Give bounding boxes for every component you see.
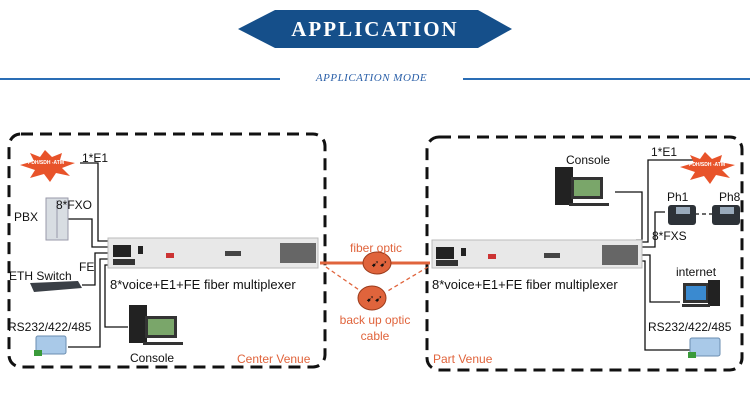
part-multiplexer-label: 8*voice+E1+FE fiber multiplexer	[432, 277, 618, 292]
center-console-pc-icon	[129, 305, 183, 345]
eth-switch-icon	[30, 281, 82, 292]
part-e1-label: 1*E1	[651, 145, 678, 159]
center-venue-label: Center Venue	[237, 352, 311, 366]
fiber-link: ➹➹ ➹➹	[320, 251, 430, 311]
internet-label: internet	[676, 265, 717, 279]
fiber-optic-node-icon	[362, 251, 392, 275]
center-multiplexer	[107, 237, 319, 269]
backup-cable-label: cable	[360, 329, 390, 343]
svg-text:➹➹: ➹➹	[366, 294, 383, 305]
phone-first-label: Ph1	[667, 190, 689, 204]
title-banner	[238, 10, 512, 48]
fxs-label: 8*FXS	[652, 229, 687, 243]
center-connections	[68, 162, 128, 348]
page-title: APPLICATION	[291, 17, 459, 41]
center-multiplexer-label: 8*voice+E1+FE fiber multiplexer	[110, 277, 296, 292]
phone-1-icon	[668, 205, 696, 225]
phone-8-icon	[712, 205, 740, 225]
center-network-cloud-label: PDH/SDH -ATM	[27, 160, 64, 166]
center-serial-converter-icon	[34, 335, 67, 356]
fe-label: FE	[79, 260, 95, 274]
part-multiplexer	[431, 239, 643, 269]
center-console-label: Console	[130, 351, 175, 365]
part-network-cloud-icon	[680, 152, 735, 184]
eth-switch-label: ETH Switch	[9, 269, 72, 283]
pbx-icon	[45, 197, 69, 241]
part-venue-label: Part Venue	[433, 352, 493, 366]
svg-text:➹➹: ➹➹	[371, 259, 388, 270]
part-network-cloud-label: PDH/SDH -ATM	[688, 162, 725, 168]
phone-last-label: Ph8	[719, 190, 741, 204]
center-network-cloud-icon	[20, 150, 75, 182]
part-console-label: Console	[566, 153, 611, 167]
page-subtitle: APPLICATION MODE	[315, 72, 428, 84]
center-venue-box	[7, 132, 327, 369]
pbx-label: PBX	[14, 210, 39, 224]
backup-optic-node-icon	[357, 285, 387, 311]
part-serial-label: RS232/422/485	[648, 320, 732, 334]
part-console-pc-icon	[555, 167, 609, 206]
fxo-label: 8*FXO	[56, 198, 93, 212]
part-serial-converter-icon	[688, 337, 721, 358]
fiber-optic-label: fiber optic	[349, 241, 403, 255]
center-serial-label: RS232/422/485	[8, 320, 92, 334]
part-venue-box	[425, 135, 744, 372]
backup-optic-label: back up optic	[339, 313, 411, 327]
internet-pc-icon	[682, 280, 720, 307]
center-e1-label: 1*E1	[82, 151, 109, 165]
